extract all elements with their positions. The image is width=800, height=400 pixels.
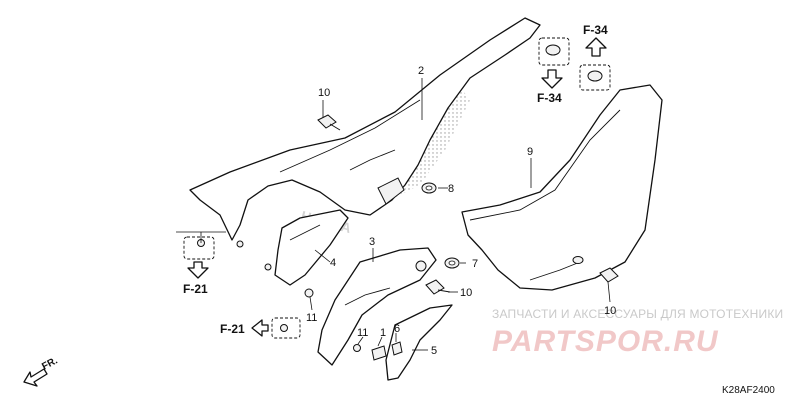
fastener-left [197,239,272,271]
callout-7: 7 [472,258,478,270]
grommet-f34-top [538,37,570,66]
leader-lines [176,78,611,351]
diagram-code: K28AF2400 [722,385,775,396]
part-6-clip [391,341,403,356]
callout-2: 2 [418,65,424,77]
callout-10-top: 10 [318,87,330,99]
part-9-side-cover [461,84,663,291]
watermark-tagline: ЗАПЧАСТИ И АКСЕССУАРЫ ДЛЯ МОТОТЕХНИКИ [492,307,783,321]
part-1-clip [371,345,387,361]
front-direction-arrow: FR. [23,355,60,387]
part-2-upper-cover: HONDA [189,17,541,241]
part-11-screw-b [280,324,361,352]
watermark-brand: PARTSPOR.RU [492,325,719,358]
part-10-bolt-center [425,279,451,295]
part-4-inner-panel [274,209,349,286]
callout-1: 1 [380,327,386,339]
ref-f21-left-label: F-21 [183,282,208,296]
callout-3: 3 [369,236,375,248]
callout-10-right: 10 [604,305,616,317]
callout-11-left: 11 [306,312,317,324]
callout-8: 8 [448,183,454,195]
part-3-center-cover [317,247,437,366]
ref-f21-bottom-label: F-21 [220,322,245,336]
front-direction-label: FR. [40,355,60,372]
ref-f34-mid-label: F-34 [537,91,562,105]
ref-f34-mid[interactable]: F-34 [537,69,563,105]
grommet-f34-mid [579,64,611,91]
ref-f21-bottom[interactable]: F-21 [220,317,301,339]
callout-5: 5 [431,345,437,357]
part-5-small-panel [385,304,453,381]
part-11-screw-a [304,288,314,298]
part-10-bolt-top [317,114,341,131]
ref-f34-top[interactable]: F-34 [583,23,608,57]
part-10-bolt-right [599,267,619,283]
part-8-grommet [421,182,437,194]
callout-11-bottom: 11 [357,327,368,339]
callout-10-center: 10 [460,287,472,299]
callout-9: 9 [527,146,533,158]
callout-6: 6 [394,323,400,335]
ref-f21-left[interactable]: F-21 [183,236,215,296]
part-7-grommet [444,257,460,269]
callout-4: 4 [330,257,336,269]
ref-f34-top-label: F-34 [583,23,608,37]
